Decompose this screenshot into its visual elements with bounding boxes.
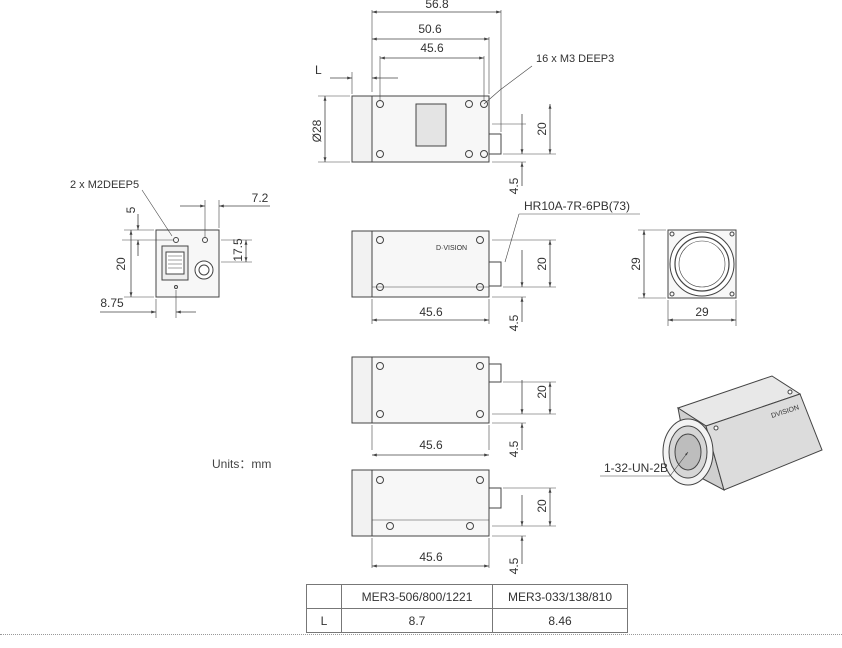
bottom-view-1 — [351, 356, 556, 457]
dim-20-side: 20 — [535, 257, 549, 271]
footer-divider — [0, 634, 842, 635]
dim-29-vertical: 29 — [629, 257, 643, 271]
table-header-row: MER3-506/800/1221 MER3-033/138/810 — [306, 584, 628, 609]
dim-45-6-b1: 45.6 — [419, 438, 443, 452]
iso-side-face — [705, 393, 823, 491]
side-view-labels: HR10A-7R-6PB(73) 45.6 20 4.5 — [419, 199, 630, 331]
table-cell: 8.46 — [492, 608, 628, 633]
side-connector — [488, 261, 502, 287]
hole-note-m3: 16 x M3 DEEP3 — [536, 53, 614, 65]
table-header-model-b: MER3-033/138/810 — [492, 584, 628, 609]
dim-20-b1: 20 — [535, 385, 549, 399]
rear-view-labels: 2 x M2DEEP5 5 7.2 20 17.5 8.75 — [70, 179, 269, 310]
model-table: MER3-506/800/1221 MER3-033/138/810 L 8.7… — [306, 584, 628, 633]
side-logo: D·VISION — [436, 245, 467, 252]
dim-20-top: 20 — [535, 122, 549, 136]
dim-4-5-b1: 4.5 — [507, 440, 521, 457]
iso-view: DVISION — [600, 375, 823, 491]
front-view-labels: 29 29 — [629, 257, 709, 319]
connector — [488, 133, 502, 155]
dim-20-rear: 20 — [114, 257, 128, 271]
dim-45-6-side: 45.6 — [419, 305, 443, 319]
rear-hole-2 — [202, 237, 208, 243]
table-header-empty — [306, 584, 342, 609]
dim-8-75: 8.75 — [100, 296, 124, 310]
bottom-view-2 — [351, 469, 556, 568]
front-view — [638, 229, 737, 326]
bottom-body-1 — [371, 356, 490, 424]
hole-note-m2: 2 x M2DEEP5 — [70, 179, 139, 191]
rear-view — [100, 189, 270, 318]
side-lens-mount — [351, 230, 373, 298]
dim-4-5-top: 4.5 — [507, 177, 521, 194]
dim-17-5: 17.5 — [231, 238, 245, 262]
dim-4-5-b2: 4.5 — [507, 557, 521, 574]
screw-holes — [376, 100, 488, 158]
connector-note: HR10A-7R-6PB(73) — [524, 199, 630, 213]
mount-note: 1-32-UN-2B — [604, 461, 668, 475]
bottom-view-2-labels: 45.6 20 4.5 — [419, 499, 549, 574]
side-body — [371, 230, 490, 298]
side-view: D·VISION — [351, 213, 640, 324]
table-header-model-a: MER3-506/800/1221 — [341, 584, 493, 609]
top-view — [318, 10, 556, 186]
dim-29-horizontal: 29 — [695, 305, 709, 319]
dim-4-5-side: 4.5 — [507, 314, 521, 331]
dim-diameter: Ø28 — [310, 119, 324, 142]
lens-mount — [351, 95, 373, 163]
dim-56-8: 56.8 — [425, 0, 449, 11]
dim-l: L — [315, 63, 322, 77]
sensor-window — [415, 103, 447, 147]
dim-45-6-top: 45.6 — [420, 41, 444, 55]
dim-5: 5 — [124, 206, 138, 213]
dim-20-b2: 20 — [535, 499, 549, 513]
table-row: L 8.7 8.46 — [306, 608, 628, 633]
bottom-view-1-labels: 45.6 20 4.5 — [419, 385, 549, 457]
table-cell: 8.7 — [341, 608, 493, 633]
table-row-label: L — [306, 608, 342, 633]
lens-mount-ring — [669, 231, 735, 297]
units-label: Units：mm — [212, 457, 272, 471]
rj45-inner — [165, 251, 185, 275]
dim-50-6: 50.6 — [418, 22, 442, 36]
dim-7-2: 7.2 — [252, 191, 269, 205]
top-view-labels: 56.8 50.6 45.6 L Ø28 20 4.5 16 x M3 DEEP… — [310, 0, 614, 194]
dim-45-6-b2: 45.6 — [419, 550, 443, 564]
gpio-connector — [194, 260, 214, 280]
bottom-body-2 — [371, 469, 490, 537]
